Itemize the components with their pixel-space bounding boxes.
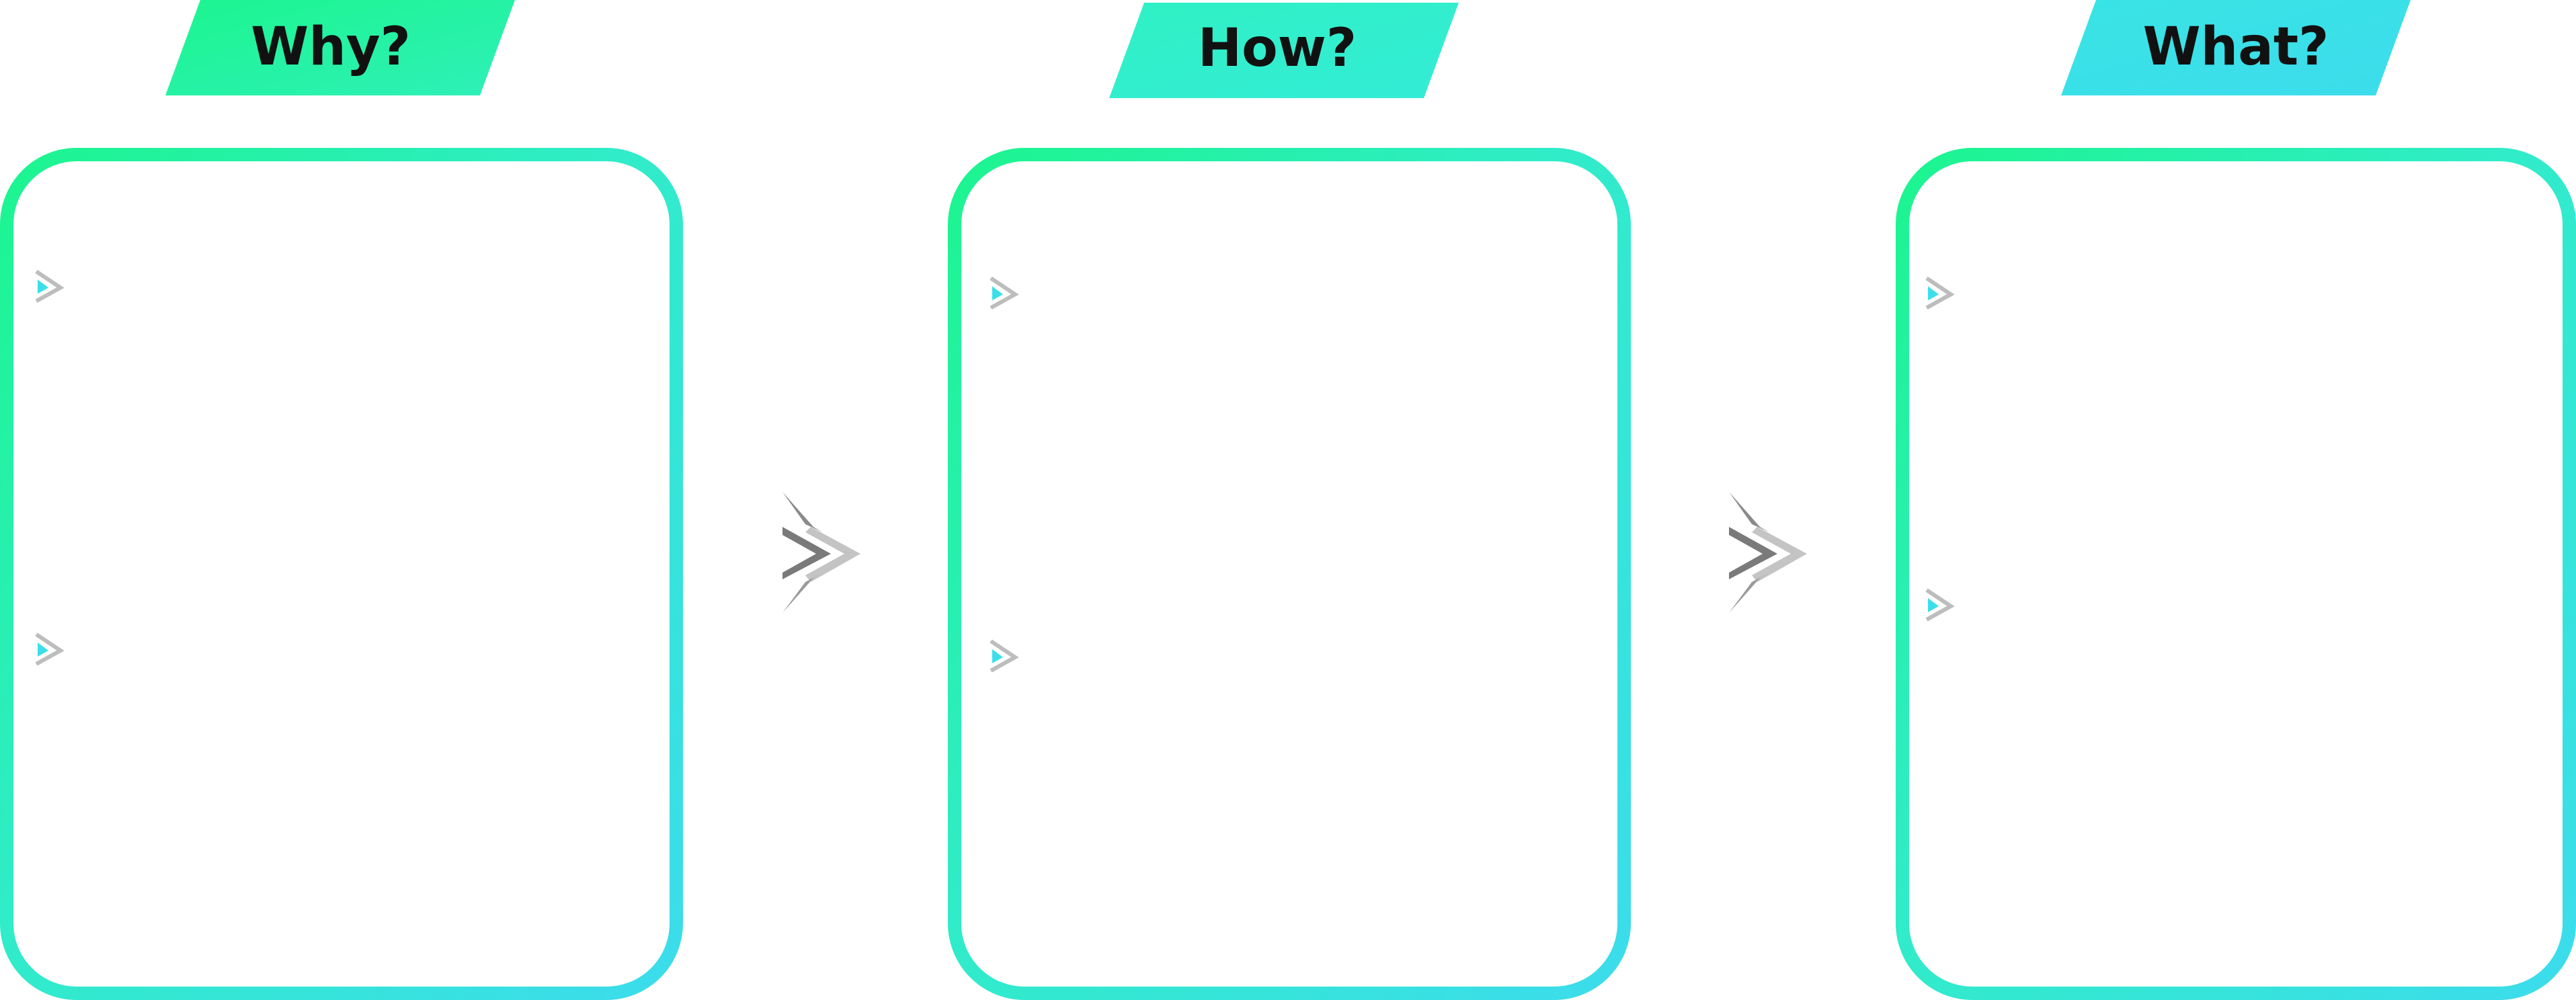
what-banner	[2061, 0, 2411, 95]
why-bullet-2	[35, 632, 65, 666]
column-what: What?	[1896, 0, 2576, 1000]
bullet-triangle-icon	[992, 649, 1003, 663]
how-banner	[1109, 3, 1459, 98]
column-why: Why?	[0, 0, 683, 1000]
what-bullet-1	[1925, 276, 1955, 310]
bullet-triangle-icon	[992, 286, 1003, 300]
bullet-triangle-icon	[38, 280, 48, 294]
what-bullet-2	[1925, 588, 1955, 622]
why-box	[0, 148, 683, 1000]
bullet-triangle-icon	[38, 642, 48, 657]
how-bullet-2	[990, 639, 1019, 673]
why-banner	[165, 0, 515, 95]
chevron-right-arrow-icon	[1729, 492, 1807, 613]
bullet-triangle-icon	[1928, 598, 1939, 612]
why-bullet-1	[35, 269, 65, 303]
how-box	[948, 148, 1631, 1000]
why-title: Why?	[251, 17, 411, 77]
bullet-triangle-icon	[1928, 286, 1939, 300]
what-title: What?	[2143, 17, 2329, 77]
how-title: How?	[1198, 18, 1357, 79]
what-box	[1896, 148, 2576, 1000]
how-bullet-1	[990, 276, 1019, 310]
chevron-right-arrow-icon	[782, 492, 860, 613]
column-how: How?	[948, 3, 1631, 1000]
